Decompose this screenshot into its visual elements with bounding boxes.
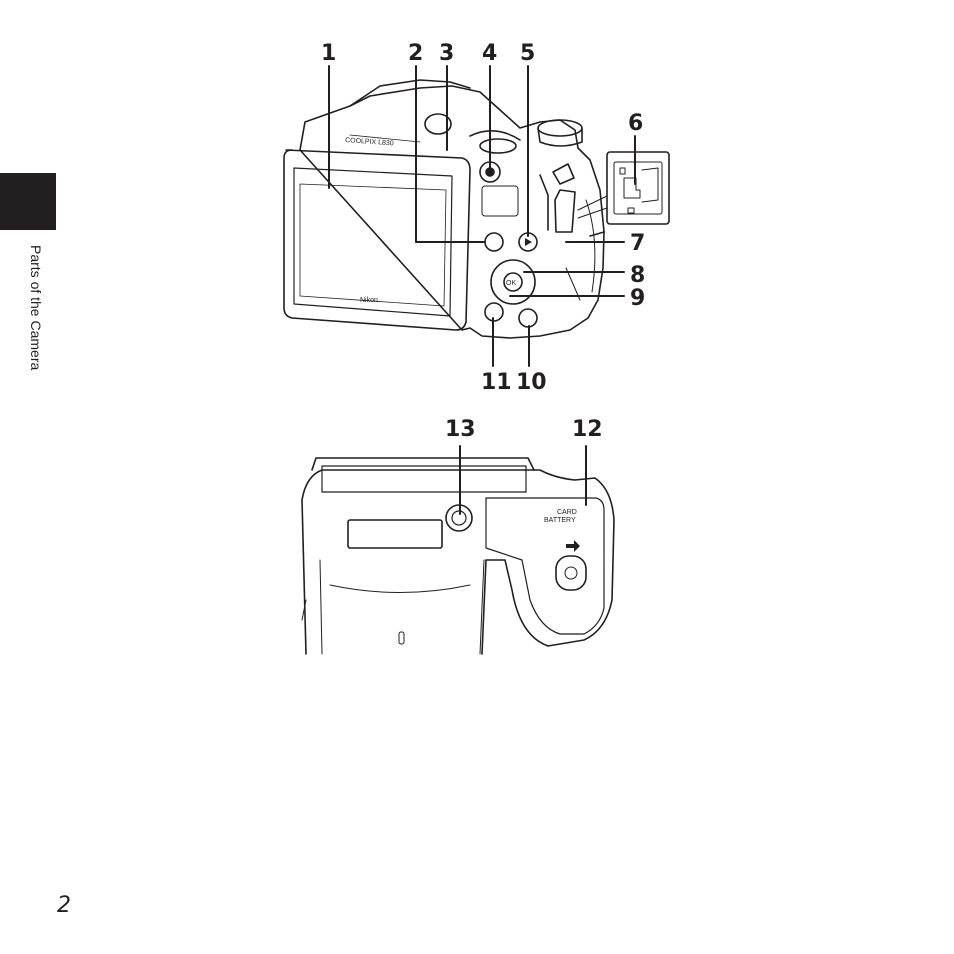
- ok-button[interactable]: [503, 272, 523, 292]
- callouts: 1 2 3 4 5 6 7 8 9 10 11 12 13: [321, 41, 645, 442]
- callout-6: 6: [628, 111, 643, 136]
- card-text: CARD: [557, 509, 577, 516]
- cover-latch: [555, 555, 587, 591]
- camera-rear-view: [283, 79, 670, 339]
- battery-text: BATTERY: [544, 517, 576, 524]
- ok-text: OK: [506, 280, 516, 287]
- arrow-icon: [566, 540, 580, 552]
- connector-inset: [606, 151, 670, 225]
- callout-7: 7: [630, 231, 645, 256]
- callout-11: 11: [481, 370, 512, 395]
- callout-8: 8: [630, 263, 645, 288]
- page-number: 2: [57, 893, 71, 918]
- camera-base: [301, 469, 615, 655]
- callout-12: 12: [572, 417, 603, 442]
- brand-text: Nikon: [360, 297, 378, 304]
- mode-dial-icon: [537, 119, 583, 137]
- callout-5: 5: [520, 41, 535, 66]
- multi-selector[interactable]: [490, 259, 536, 305]
- model-text: COOLPIX L830: [345, 137, 394, 147]
- callout-2: 2: [408, 41, 423, 66]
- chapter-tab: [0, 173, 56, 230]
- movie-record-button[interactable]: [484, 232, 504, 252]
- battery-cover: [485, 497, 605, 635]
- callout-10: 10: [516, 370, 547, 395]
- leader-lines: [328, 65, 636, 515]
- callout-1: 1: [321, 41, 336, 66]
- callout-4: 4: [482, 41, 497, 66]
- callout-13: 13: [445, 417, 476, 442]
- callout-9: 9: [630, 286, 645, 311]
- callout-3: 3: [439, 41, 454, 66]
- monitor-frame: [283, 149, 471, 331]
- delete-button[interactable]: [518, 308, 538, 328]
- monitor-screen: [293, 167, 453, 317]
- camera-body: [299, 85, 605, 339]
- camera-bottom-view: [301, 457, 615, 655]
